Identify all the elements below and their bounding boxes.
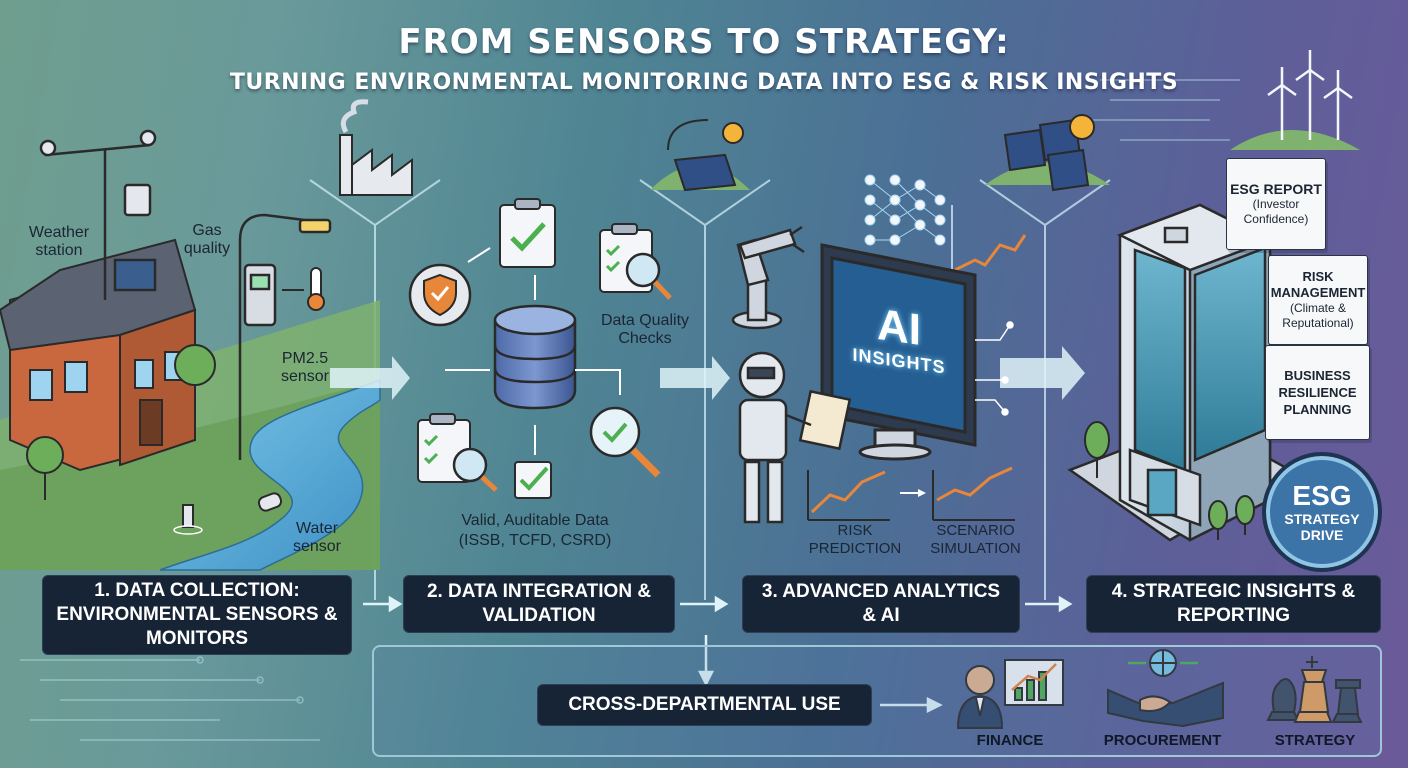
factory-icon [339, 99, 413, 196]
risk-prediction-label: RISK PREDICTION [808, 522, 902, 557]
esg-badge-strategy: STRATEGY [1284, 511, 1360, 527]
database-icon [493, 304, 577, 410]
solar-panel-icon [985, 114, 1110, 192]
stage2-connectors [445, 247, 621, 455]
tree-icon [26, 344, 216, 500]
robot-icon [738, 351, 852, 524]
businessman-icon [956, 659, 1064, 729]
risk-management-title: RISK MANAGEMENT [1270, 269, 1366, 300]
circuit-nodes [975, 321, 1014, 416]
esg-report-doc: ESG REPORT (Investor Confidence) [1226, 158, 1326, 250]
scenario-simulation-label: SCENARIO SIMULATION [930, 522, 1021, 557]
shield-check-icon [408, 263, 472, 327]
cross-dept-icons [956, 649, 1363, 729]
standards-label: (ISSB, TCFD, CSRD) [458, 532, 612, 549]
step3-heading: 3. ADVANCED ANALYTICS & AI [742, 575, 1020, 633]
pm25-sensor-label: PM2.5 sensor [280, 350, 330, 385]
water-sensor-label: Water sensor [292, 520, 342, 555]
stage2-scene [408, 119, 750, 499]
dept-finance-label: FINANCE [976, 732, 1044, 749]
business-resilience-doc: BUSINESS RESILIENCE PLANNING [1265, 345, 1370, 440]
subtitle: TURNING ENVIRONMENTAL MONITORING DATA IN… [229, 70, 1179, 95]
esg-badge-drive: DRIVE [1300, 527, 1344, 543]
globe-icon [1128, 649, 1198, 677]
thermometer-icon [282, 267, 325, 311]
weather-station-label: Weather station [28, 224, 90, 259]
esg-badge-title: ESG [1292, 480, 1352, 511]
ai-insights-screen: AI INSIGHTS [834, 249, 964, 427]
lamp-post-icon [238, 213, 332, 460]
step2-heading: 2. DATA INTEGRATION & VALIDATION [403, 575, 675, 633]
gas-quality-label: Gas quality [183, 222, 231, 257]
data-quality-checks-label: Data Quality Checks [600, 312, 690, 347]
cross-departmental-label: CROSS-DEPARTMENTAL USE [537, 684, 872, 726]
valid-data-label: Valid, Auditable Data [461, 512, 609, 529]
stage3-scene [731, 174, 1027, 524]
small-flow-arrows [363, 595, 1073, 714]
title-block: FROM SENSORS TO STRATEGY: TURNING ENVIRO… [0, 22, 1408, 95]
magnifier-check-icon [452, 252, 672, 492]
handshake-icon [1107, 681, 1224, 728]
dept-strategy-label: STRATEGY [1274, 732, 1356, 749]
robot-arm-icon [731, 225, 805, 330]
house-icon [0, 238, 197, 472]
esg-strategy-badge: ESG STRATEGY DRIVE [1262, 452, 1382, 572]
business-resilience-title: BUSINESS RESILIENCE PLANNING [1278, 368, 1357, 417]
flow-arrows [330, 346, 1085, 400]
step1-heading: 1. DATA COLLECTION: ENVIRONMENTAL SENSOR… [42, 575, 352, 655]
risk-management-subtitle: (Climate & Reputational) [1282, 301, 1354, 330]
circuit-lines [20, 79, 1240, 741]
water-sensor-icon [173, 492, 283, 535]
stage1-scene [0, 99, 413, 571]
line-chart-icon [807, 466, 1015, 521]
stage4-scene [985, 50, 1360, 543]
esg-report-subtitle: (Investor Confidence) [1243, 197, 1309, 226]
neural-network-icon [864, 174, 946, 246]
step4-heading: 4. STRATEGIC INSIGHTS & REPORTING [1086, 575, 1381, 633]
office-building-icon [1067, 203, 1293, 543]
chess-icon [1266, 656, 1363, 723]
cross-departmental-panel [372, 645, 1382, 757]
main-title: FROM SENSORS TO STRATEGY: [398, 22, 1010, 62]
wind-turbine-icon [1267, 50, 1353, 140]
tree-icon [1084, 421, 1255, 540]
weather-station-icon [39, 129, 157, 300]
monitor-icon [820, 243, 977, 461]
dept-procurement-label: PROCUREMENT [1103, 732, 1222, 749]
esg-report-title: ESG REPORT [1230, 181, 1322, 197]
solar-panel-icon [650, 119, 750, 192]
risk-management-doc: RISK MANAGEMENT (Climate & Reputational) [1268, 255, 1368, 345]
ai-screen-title: AI [877, 299, 921, 355]
